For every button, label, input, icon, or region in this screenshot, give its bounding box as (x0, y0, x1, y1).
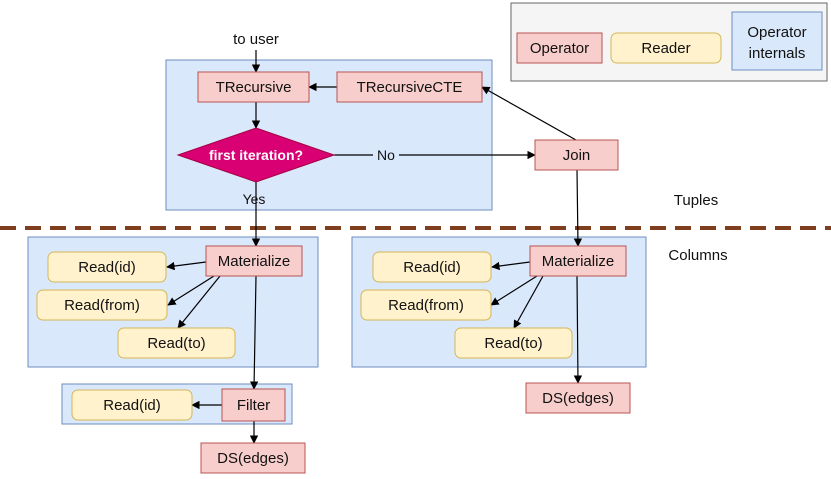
decision-label: first iteration? (209, 147, 303, 163)
materialize-right-label: Materialize (542, 253, 615, 270)
ds-edges-right-node (525, 382, 631, 414)
read-from-left-node (36, 289, 168, 321)
no-label-bg (373, 146, 399, 164)
edge-mat-right-readto (513, 275, 544, 329)
trecursive-cte-label: TRecursiveCTE (357, 79, 463, 96)
trecursive-node (197, 71, 310, 103)
legend-operator-label: Operator (530, 40, 589, 57)
legend-reader-label: Reader (641, 40, 690, 57)
tuples-label: Tuples (674, 192, 718, 209)
materialize-left-node (205, 245, 303, 277)
columns-label: Columns (668, 247, 727, 264)
edge-join-cte (481, 86, 577, 141)
edges (166, 50, 583, 444)
legend-internals-box (731, 11, 823, 71)
read-to-left-label: Read(to) (147, 335, 205, 352)
read-id-right-label: Read(id) (403, 259, 461, 276)
legend-operator-box (516, 32, 603, 64)
filter-label: Filter (237, 397, 270, 414)
materialize-right-node (529, 245, 627, 277)
edge-mat-right-readfrom (490, 275, 538, 306)
legend-internals-label-1: Operator (747, 24, 806, 41)
join-node (534, 139, 619, 171)
read-from-right-node (360, 289, 492, 321)
trecursive-cte-node (336, 71, 483, 103)
edge-join-materialize-right (573, 169, 583, 247)
read-to-right-label: Read(to) (484, 335, 542, 352)
edge-label-no: No (377, 147, 395, 163)
edge-mat-left-readto (177, 275, 221, 329)
legend-reader-box (610, 32, 722, 64)
edge-mat-left-readfrom (167, 275, 215, 306)
read-id-filter-label: Read(id) (103, 397, 161, 414)
read-id-right-node (372, 251, 492, 283)
read-from-right-label: Read(from) (388, 297, 464, 314)
edge-mat-left-readid (166, 261, 207, 271)
legend-internals-label-2: internals (749, 45, 806, 62)
edge-mat-right-readid (491, 261, 531, 271)
read-id-filter-node (71, 389, 193, 421)
ds-edges-left-label: DS(edges) (217, 450, 289, 467)
first-iteration-decision (176, 127, 336, 183)
edge-label-yes: Yes (243, 191, 266, 207)
read-from-left-label: Read(from) (64, 297, 140, 314)
to-user-label: to user (233, 31, 279, 48)
read-to-right-node (454, 327, 573, 359)
read-id-left-label: Read(id) (78, 259, 136, 276)
trecursive-label: TRecursive (216, 79, 292, 96)
ds-edges-left-node (200, 442, 306, 474)
read-id-left-node (47, 251, 167, 283)
edge-mat-left-filter (249, 275, 259, 390)
materialize-left-label: Materialize (218, 253, 291, 270)
read-to-left-node (117, 327, 236, 359)
edge-mat-right-ds (573, 275, 583, 384)
filter-node (221, 388, 286, 422)
ds-edges-right-label: DS(edges) (542, 390, 614, 407)
join-label: Join (563, 147, 591, 164)
